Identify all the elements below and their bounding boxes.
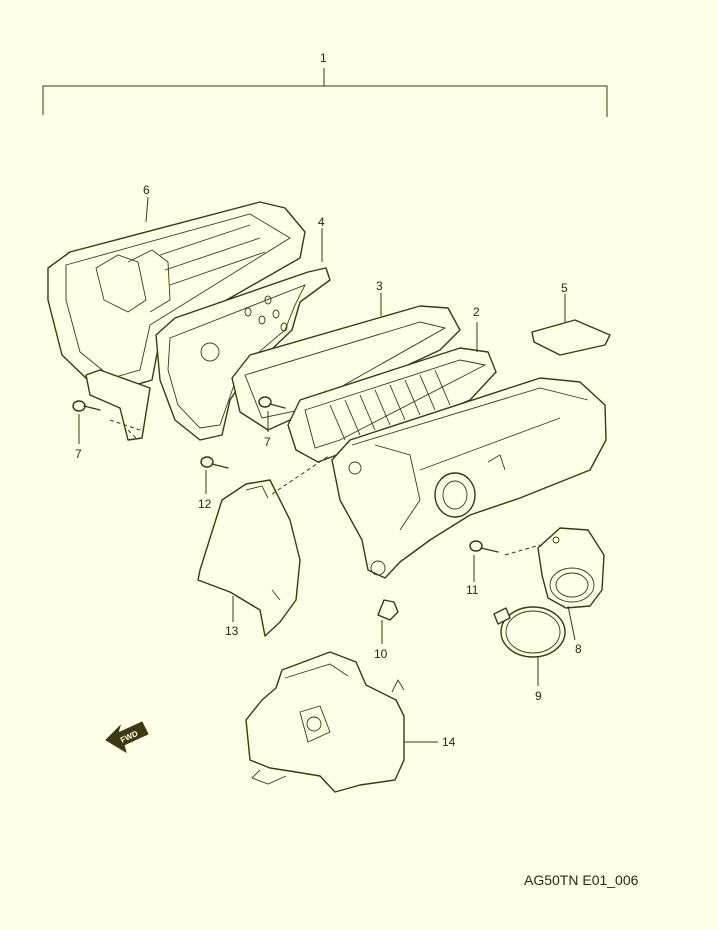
part-14-lower-case xyxy=(245,651,438,793)
bolt-11 xyxy=(469,540,541,582)
part-5-pad xyxy=(531,294,611,356)
part-2-filter-element xyxy=(287,322,497,463)
forward-arrow-icon: FWD xyxy=(105,721,149,754)
callout-7a: 7 xyxy=(75,447,82,461)
callout-13: 13 xyxy=(225,624,239,638)
callout-10: 10 xyxy=(374,647,388,661)
assembly-bracket xyxy=(42,68,608,117)
bolt-7-left xyxy=(72,400,141,444)
callout-1: 1 xyxy=(320,51,327,65)
bolt-12 xyxy=(200,456,229,494)
part-6-cleaner-case xyxy=(47,196,306,441)
diagram-reference: AG50TN E01_006 xyxy=(524,872,639,888)
callout-14: 14 xyxy=(442,735,456,749)
callout-9: 9 xyxy=(535,689,542,703)
cleaner-body xyxy=(331,377,607,579)
part-13-cover xyxy=(197,454,331,637)
callout-3: 3 xyxy=(376,279,383,293)
bolt-7-center xyxy=(258,396,286,432)
callout-8: 8 xyxy=(575,642,582,656)
part-3-filter-frame xyxy=(231,293,461,431)
callout-2: 2 xyxy=(473,305,480,319)
part-8-intake-joint xyxy=(537,527,605,641)
callout-7b: 7 xyxy=(264,435,271,449)
callout-12: 12 xyxy=(198,497,212,511)
part-9-clamp xyxy=(493,606,566,686)
callout-11: 11 xyxy=(466,583,479,597)
callout-4: 4 xyxy=(318,215,325,229)
callout-5: 5 xyxy=(561,281,568,295)
callout-6: 6 xyxy=(143,183,150,197)
part-10-drain-cap xyxy=(377,599,399,644)
